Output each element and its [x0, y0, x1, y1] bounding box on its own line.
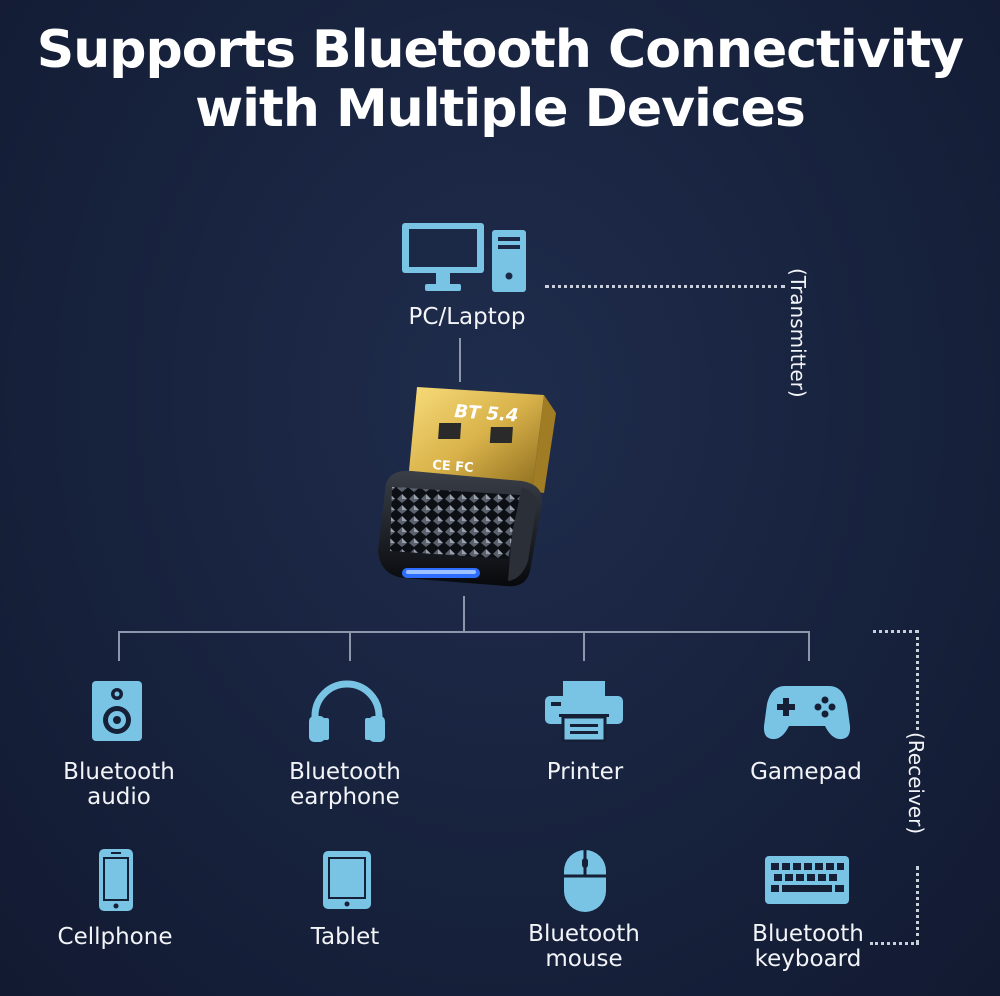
bluetooth-earphone-label-line1: Bluetooth — [289, 759, 401, 785]
bluetooth-mouse-label-line1: Bluetooth — [528, 921, 640, 947]
adapter-marks: CE FC — [432, 458, 474, 476]
adapter-connector-line — [463, 596, 465, 632]
speaker-icon — [91, 680, 143, 742]
cellphone-label: Cellphone — [57, 924, 173, 950]
gamepad-label: Gamepad — [750, 759, 862, 785]
bluetooth-audio-label: Bluetooth audio — [44, 760, 194, 810]
bluetooth-audio-label-line1: Bluetooth — [63, 759, 175, 785]
bus-drop-3 — [583, 631, 585, 661]
bluetooth-earphone-label: Bluetooth earphone — [270, 760, 420, 810]
bus-drop-4 — [808, 631, 810, 661]
headline-line-2: with Multiple Devices — [195, 79, 806, 139]
headphones-icon — [307, 680, 387, 744]
tablet-icon — [322, 850, 372, 910]
bluetooth-keyboard-label: Bluetooth keyboard — [733, 922, 883, 972]
cellphone-icon — [98, 848, 134, 912]
bus-drop-1 — [118, 631, 120, 661]
bluetooth-mouse-label: Bluetooth mouse — [509, 922, 659, 972]
tablet-label: Tablet — [310, 924, 380, 950]
adapter-badge: BT 5.4 — [454, 401, 519, 426]
pc-laptop-label: PC/Laptop — [408, 304, 526, 330]
usb-bluetooth-adapter: BT 5.4 CE FC — [372, 383, 562, 593]
gamepad-icon — [763, 682, 851, 742]
bluetooth-earphone-label-line2: earphone — [290, 784, 400, 810]
bluetooth-keyboard-label-line2: keyboard — [754, 946, 862, 972]
keyboard-icon — [764, 855, 850, 905]
headline-line-1: Supports Bluetooth Connectivity — [36, 20, 964, 80]
bluetooth-audio-label-line2: audio — [87, 784, 151, 810]
bus-drop-2 — [349, 631, 351, 661]
receiver-bus-line — [118, 631, 810, 633]
bluetooth-keyboard-label-line1: Bluetooth — [752, 921, 864, 947]
receiver-bracket-bottom — [870, 942, 919, 945]
receiver-bracket-upper — [916, 630, 919, 730]
receiver-bracket-top — [873, 630, 918, 633]
mouse-icon — [562, 848, 608, 914]
receiver-bracket-lower — [916, 866, 919, 944]
transmitter-role-label: (Transmitter) — [786, 268, 810, 398]
transmitter-dotted-line — [545, 285, 785, 288]
printer-label: Printer — [546, 759, 624, 785]
receiver-role-label: (Receiver) — [904, 732, 928, 835]
pc-connector-line — [459, 338, 461, 382]
bluetooth-mouse-label-line2: mouse — [545, 946, 623, 972]
pc-monitor-tower-icon — [398, 220, 530, 296]
printer-icon — [543, 680, 625, 742]
